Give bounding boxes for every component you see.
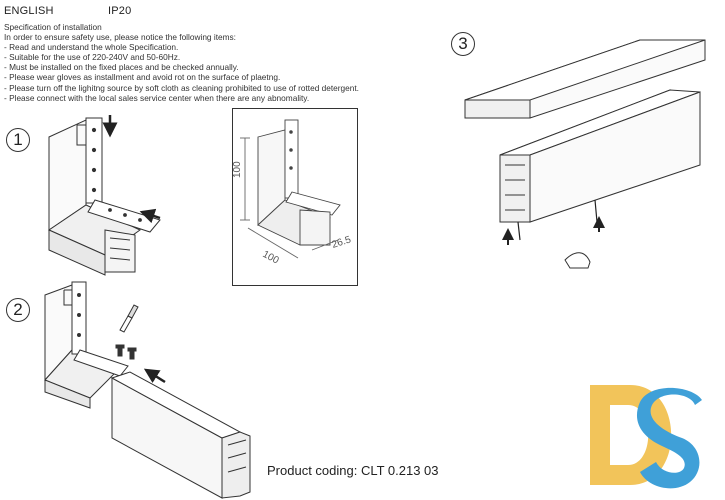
spec-line: - Please turn off the lighitng source by… [4,82,359,93]
detail-dim-depth: 26.5 [331,234,353,251]
ip-rating: IP20 [108,5,132,17]
spec-line: - Suitable for the use of 220-240V and 5… [4,52,181,63]
document-header: ENGLISH IP20 [4,5,131,17]
product-coding: Product coding: CLT 0.213 03 [267,463,439,478]
spec-line: - Please wear gloves as installment and … [4,72,281,83]
specification-title: Specification of installation [4,22,102,32]
language-label: ENGLISH [4,5,54,17]
specification-block: Specification of installation In order t… [4,22,404,103]
spec-line: - Must be installed on the fixed places … [4,62,239,73]
detail-dim-height: 100 [232,161,243,178]
step-3-illustration [464,39,706,269]
spec-line: - Please connect with the local sales se… [4,92,310,103]
step-3-marker: 3 [451,32,475,56]
spec-line: In order to ensure safety use, please no… [4,32,236,43]
detail-frame [232,108,358,286]
step-2-illustration [44,281,251,499]
detail-illustration [240,119,341,259]
spec-line: - Read and understand the whole Specific… [4,42,179,53]
detail-dim-width: 100 [261,249,281,267]
step-2-marker: 2 [6,298,30,322]
step-1-marker: 1 [6,128,30,152]
step-1-illustration [47,115,161,276]
ds-logo [590,385,702,489]
